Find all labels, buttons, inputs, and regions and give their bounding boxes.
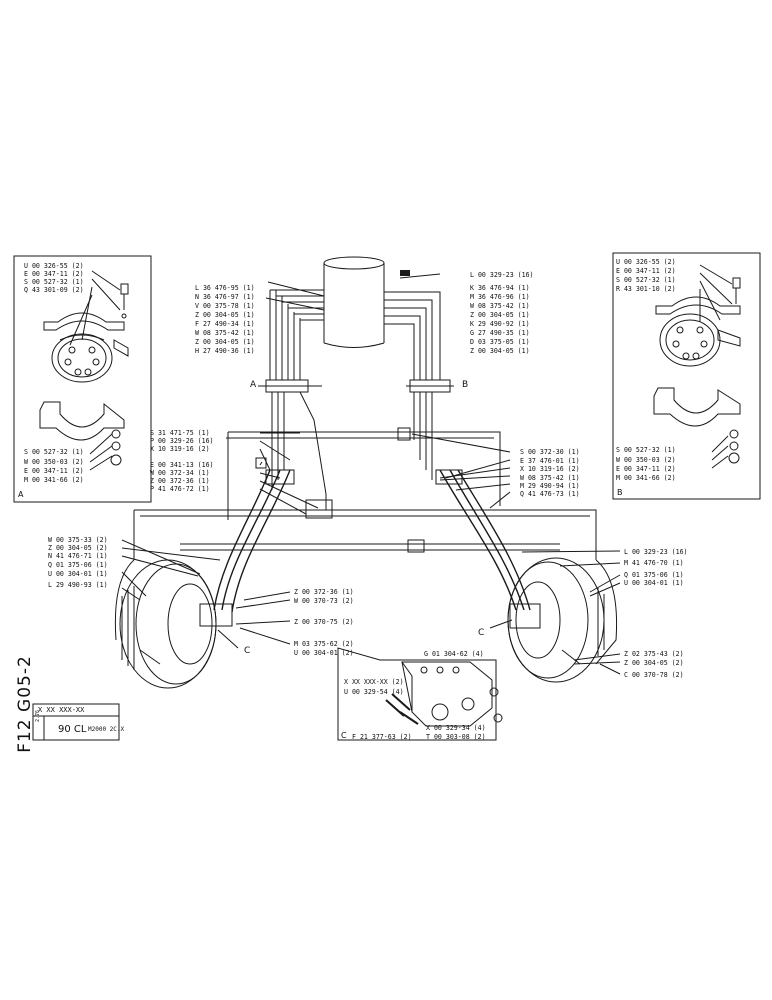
part-label: U 00 329-54 (4) bbox=[344, 688, 404, 696]
part-label: V 00 375-78 (1) bbox=[195, 302, 255, 310]
panel-b-label: S 00 527-32 (1) bbox=[616, 276, 676, 284]
left-wheel bbox=[119, 559, 217, 689]
detail-c-letter: C bbox=[341, 731, 347, 740]
detail-c-marker-left: C bbox=[244, 646, 251, 656]
part-label: L 00 329-23 (16) bbox=[624, 548, 688, 556]
part-label: Z 00 304-05 (2) bbox=[48, 544, 108, 552]
part-label: H 27 490-36 (1) bbox=[195, 347, 255, 355]
sheet-code: F12 G05-2 bbox=[4, 655, 35, 753]
part-label: Z 00 304-05 (1) bbox=[195, 311, 255, 319]
part-label: W 08 375-42 (1) bbox=[470, 302, 530, 310]
panel-a-label: S 00 527-32 (1) bbox=[24, 448, 84, 456]
part-label: X 10 319-16 (2) bbox=[150, 445, 210, 453]
panel-b-clamp-bottom bbox=[653, 387, 741, 427]
part-label: W 08 375-42 (1) bbox=[195, 329, 255, 337]
part-label: M 41 476-70 (1) bbox=[624, 559, 684, 567]
panel-a-label: M 00 341-66 (2) bbox=[24, 476, 84, 484]
part-label: U 00 304-01 (1) bbox=[624, 579, 684, 587]
part-label: F 21 377-63 (2) bbox=[352, 733, 412, 741]
panel-b-label: M 00 341-66 (2) bbox=[616, 474, 676, 482]
panel-a-label: S 00 527-32 (1) bbox=[24, 278, 84, 286]
part-label: X 10 319-16 (2) bbox=[520, 465, 580, 473]
panel-b-label: E 00 347-11 (2) bbox=[616, 465, 676, 473]
panel-a-label: E 00 347-11 (2) bbox=[24, 467, 84, 475]
part-label: Q 01 375-06 (1) bbox=[48, 561, 108, 569]
part-label: L 29 490-93 (1) bbox=[48, 581, 108, 589]
right-wheel bbox=[507, 557, 605, 683]
panel-a-label: U 00 326-55 (2) bbox=[24, 262, 84, 270]
part-label: G 01 304-62 (4) bbox=[424, 650, 484, 658]
part-label: L 36 476-95 (1) bbox=[195, 284, 255, 292]
panel-b-clamp-top bbox=[655, 296, 741, 367]
section-marker-b: B bbox=[462, 380, 469, 390]
part-label: U 00 304-01 (1) bbox=[48, 570, 108, 578]
section-marker-a: A bbox=[250, 380, 257, 390]
small-number: 2.76 bbox=[35, 709, 41, 722]
part-label: M 29 490-94 (1) bbox=[520, 482, 580, 490]
panel-a-clamp-bottom bbox=[39, 401, 125, 441]
panel-a-letter: A bbox=[18, 490, 24, 499]
part-label: K 29 490-92 (1) bbox=[470, 320, 530, 328]
part-label: F 27 490-34 (1) bbox=[195, 320, 255, 328]
hydraulic-tank bbox=[323, 256, 385, 348]
panel-b-label: S 00 527-32 (1) bbox=[616, 446, 676, 454]
part-label: U 00 304-01 (2) bbox=[294, 649, 354, 657]
panel-b-label: E 00 347-11 (2) bbox=[616, 267, 676, 275]
part-label: Z 00 304-05 (1) bbox=[195, 338, 255, 346]
part-label: X XX XXX-XX (2) bbox=[344, 678, 404, 686]
part-label: E 37 476-01 (1) bbox=[520, 457, 580, 465]
part-label: Q 41 476-73 (1) bbox=[520, 490, 580, 498]
part-label: W 08 375-42 (1) bbox=[520, 474, 580, 482]
model-detail: M2000 2C.X bbox=[88, 726, 125, 733]
part-label: Q 01 375-06 (1) bbox=[624, 571, 684, 579]
title-block bbox=[32, 703, 120, 741]
panel-a-frame bbox=[13, 255, 152, 503]
panel-a-label: E 00 347-11 (2) bbox=[24, 270, 84, 278]
panel-b-letter: B bbox=[617, 488, 623, 497]
part-label: C 00 370-78 (2) bbox=[624, 671, 684, 679]
part-label: W 00 370-73 (2) bbox=[294, 597, 354, 605]
part-label: Z 00 304-05 (1) bbox=[470, 347, 530, 355]
detail-c-marker-right: C bbox=[478, 628, 485, 638]
part-label: M 03 375-62 (2) bbox=[294, 640, 354, 648]
part-label: D 03 375-05 (1) bbox=[470, 338, 530, 346]
part-label: W 00 372-34 (1) bbox=[150, 469, 210, 477]
part-label: M 36 476-96 (1) bbox=[470, 293, 530, 301]
part-label: Z 00 304-05 (1) bbox=[470, 311, 530, 319]
panel-a-label: W 00 350-03 (2) bbox=[24, 458, 84, 466]
part-label: T 00 303-08 (2) bbox=[426, 733, 486, 741]
part-label: Z 00 372-36 (1) bbox=[294, 588, 354, 596]
part-label: E 00 341-13 (16) bbox=[150, 461, 214, 469]
part-label: Z 00 370-75 (2) bbox=[294, 618, 354, 626]
part-label: S 00 372-30 (1) bbox=[520, 448, 580, 456]
panel-a-label: Q 43 301-09 (2) bbox=[24, 286, 84, 294]
part-label: P 41 476-72 (1) bbox=[150, 485, 210, 493]
panel-b-label: W 00 350-03 (2) bbox=[616, 456, 676, 464]
part-label: S 31 471-75 (1) bbox=[150, 429, 210, 437]
panel-a-clamp-top bbox=[43, 312, 129, 383]
detail-c-frame bbox=[337, 647, 497, 741]
part-label: N 41 476-71 (1) bbox=[48, 552, 108, 560]
part-label: N 36 476-97 (1) bbox=[195, 293, 255, 301]
part-label: Z 00 372-36 (1) bbox=[150, 477, 210, 485]
panel-b-label: U 00 326-55 (2) bbox=[616, 258, 676, 266]
panel-b-label: R 43 301-10 (2) bbox=[616, 285, 676, 293]
panel-b-frame bbox=[612, 252, 761, 500]
part-label: Z 02 375-43 (2) bbox=[624, 650, 684, 658]
sheet-code-text: F12 G05-2 bbox=[14, 655, 35, 753]
part-label: G 27 490-35 (1) bbox=[470, 329, 530, 337]
part-label: P 00 329-26 (16) bbox=[150, 437, 214, 445]
part-number: X XX XXX-XX bbox=[38, 706, 85, 714]
detail-c-valve-block bbox=[401, 661, 493, 727]
part-label: W 00 375-33 (2) bbox=[48, 536, 108, 544]
part-label: L 00 329-23 (16) bbox=[470, 271, 534, 279]
model-name: 90 CL bbox=[58, 724, 87, 735]
part-label: X 00 329-34 (4) bbox=[426, 724, 486, 732]
part-label: Z 00 304-05 (2) bbox=[624, 659, 684, 667]
part-label: K 36 476-94 (1) bbox=[470, 284, 530, 292]
